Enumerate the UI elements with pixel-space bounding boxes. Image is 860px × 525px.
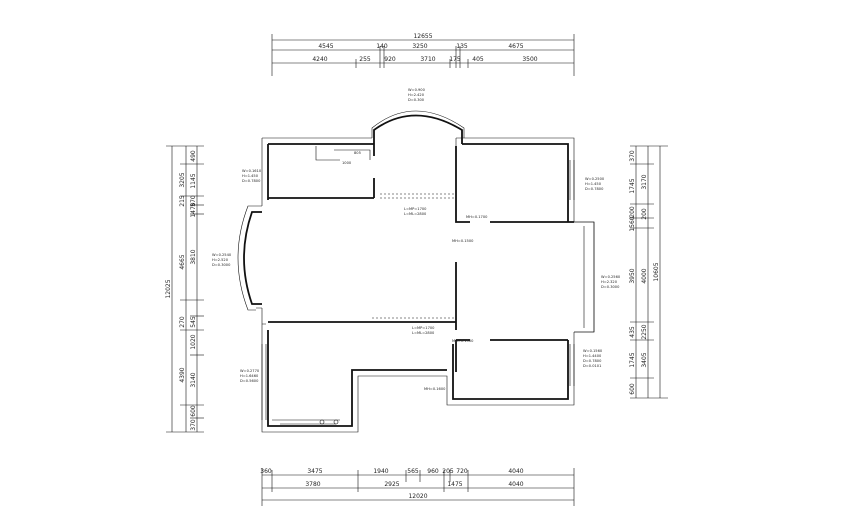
left-total-dim: 12025 (165, 279, 172, 298)
right-total-dim: 10605 (653, 262, 660, 281)
note-left-bay: H=2.520 (212, 258, 229, 262)
left-dim: 570 (190, 195, 197, 207)
note-left-bay: D=0.3000 (212, 263, 231, 267)
note-bottom-right: W=0.1560 (583, 349, 603, 353)
left-dim: 1470 (190, 202, 197, 217)
top-dim: 405 (472, 56, 484, 63)
bottom-dim: 565 (407, 468, 419, 475)
bottom-dim: 3780 (305, 481, 320, 488)
left-dimensions: 12025 490 3205 1145 215 570 1470 4665 38… (165, 145, 204, 433)
note-beam: L=MP=1700 (404, 207, 427, 211)
note-bottom-left: D=0.5600 (240, 379, 259, 383)
left-dim: 1020 (190, 334, 197, 349)
note-door: MH=0.1600 (424, 387, 446, 391)
top-dim: 4675 (508, 43, 523, 50)
note-bottom-right: D=0.0101 (583, 364, 601, 368)
note-bottom-right: H=1.4400 (583, 354, 602, 358)
top-dim: 255 (359, 56, 371, 63)
right-dim: 435 (629, 326, 636, 338)
bottom-dim: 360 (260, 468, 272, 475)
left-dim: 3140 (190, 372, 197, 387)
left-dim: 600 (190, 405, 197, 417)
bottom-dim: 4040 (508, 468, 523, 475)
left-dim: 215 (179, 195, 186, 207)
right-dim: 600 (629, 383, 636, 395)
note-bottom-left: W=0.2770 (240, 369, 260, 373)
bottom-dim: 4040 (508, 481, 523, 488)
right-dim: 3405 (641, 352, 648, 367)
note-bay-top: H=2.420 (408, 93, 425, 97)
note-top-right: H=1.450 (585, 182, 602, 186)
note-beam: L=ML=2800 (412, 331, 435, 335)
note-kitchen: 805 (354, 151, 361, 155)
bottom-dim: 3475 (307, 468, 322, 475)
left-dim: 490 (190, 150, 197, 162)
note-bottom-right: D=0.7800 (583, 359, 602, 363)
note-beam: L=ML=2800 (404, 212, 427, 216)
bottom-dim: 960 (427, 468, 439, 475)
walls (237, 110, 595, 433)
right-dim: 200 (641, 208, 648, 220)
note-left-bay: W=0.2540 (212, 253, 232, 257)
left-dim: 4665 (179, 254, 186, 269)
note-beam: L=MP=1700 (412, 326, 435, 330)
right-dim: 3950 (629, 268, 636, 283)
right-dim: 4000 (641, 268, 648, 283)
left-dim: 545 (190, 316, 197, 328)
right-dim: 1745 (629, 178, 636, 193)
bottom-dim: 720 (456, 468, 468, 475)
left-dim: 4390 (179, 367, 186, 382)
note-door: MH=0.1500 (452, 239, 474, 243)
top-dim: 4545 (318, 43, 333, 50)
note-top-left: W=0.1610 (242, 169, 262, 173)
top-dim: 4240 (312, 56, 327, 63)
right-dim: 1745 (629, 352, 636, 367)
right-dim: 370 (629, 150, 636, 162)
top-dimensions: 12655 4545 140 3250 135 4675 4240 255 92… (271, 33, 575, 76)
top-dim: 3500 (522, 56, 537, 63)
note-door: MH=0.1500 (452, 339, 474, 343)
bottom-dim: 1475 (447, 481, 462, 488)
note-kitchen: 1000 (342, 161, 352, 165)
top-dim: 920 (384, 56, 396, 63)
left-dim: 270 (179, 316, 186, 328)
top-dim: 140 (376, 43, 388, 50)
left-dim: 3205 (179, 172, 186, 187)
note-right-mid: H=2.320 (601, 280, 618, 284)
top-dim: 175 (449, 56, 461, 63)
note-right-mid: W=0.2560 (601, 275, 621, 279)
right-dim: 3170 (641, 174, 648, 189)
top-dim: 3710 (420, 56, 435, 63)
right-dim: 200 (629, 206, 636, 218)
bottom-total-dim: 12020 (408, 493, 427, 500)
left-dim: 3810 (190, 249, 197, 264)
top-dim: 3250 (412, 43, 427, 50)
note-top-right: D=0.7800 (585, 187, 604, 191)
left-dim: 1145 (190, 173, 197, 188)
top-dim: 135 (456, 43, 468, 50)
note-bay-top: D=0.300 (408, 98, 425, 102)
note-right-mid: D=0.3000 (601, 285, 620, 289)
note-bottom-left: H=1.6460 (240, 374, 259, 378)
right-dim: 1560 (629, 216, 636, 231)
note-bay-top: W=0.900 (408, 88, 426, 92)
note-top-left: D=0.7800 (242, 179, 261, 183)
right-dim: 2250 (641, 324, 648, 339)
note-top-right: W=0.2500 (585, 177, 605, 181)
bottom-dim: 2925 (384, 481, 399, 488)
left-dim: 370 (190, 419, 197, 431)
bottom-dimensions: 360 3475 1940 565 960 205 720 4040 3780 … (260, 468, 575, 506)
right-dimensions: 370 3170 1745 200 200 1560 3950 4000 435… (629, 145, 668, 399)
bottom-dim: 1940 (373, 468, 388, 475)
room-notes: W=0.900 H=2.420 D=0.300 W=0.1610 H=1.450… (212, 88, 621, 391)
bottom-dim: 205 (442, 468, 454, 475)
note-top-left: H=1.450 (242, 174, 259, 178)
top-total-dim: 12655 (413, 33, 432, 40)
note-door: MH=0.1700 (466, 215, 488, 219)
